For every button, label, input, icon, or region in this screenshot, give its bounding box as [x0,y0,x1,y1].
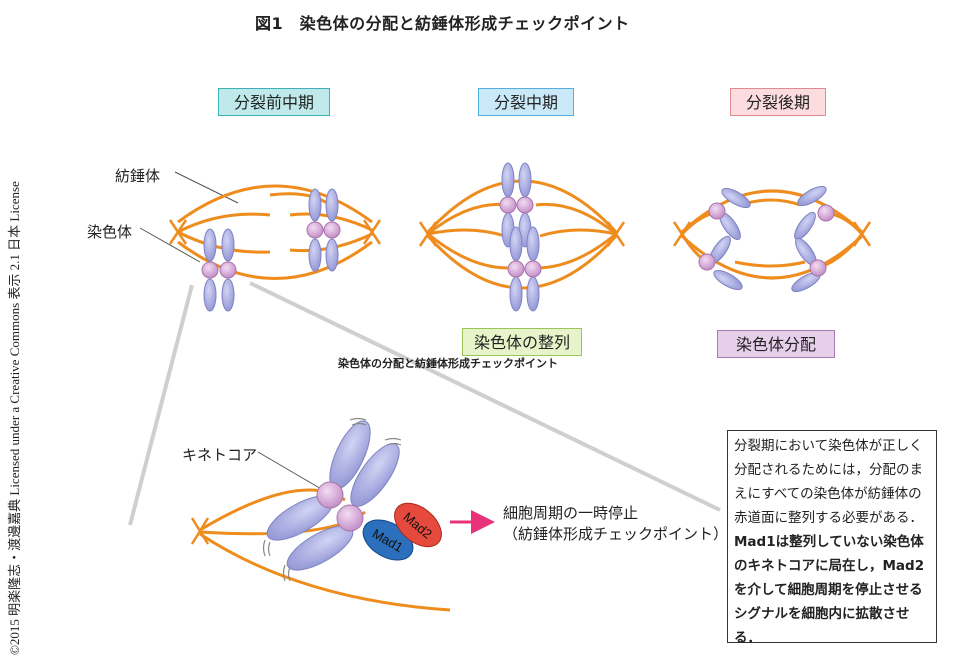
figure-title: 図1 染色体の分配と紡錘体形成チェックポイント [255,14,630,33]
motion-marks [262,417,402,582]
stage-label-anaphase: 分裂後期 [730,88,826,116]
chromosome-attached [306,188,341,272]
chromosome-unaligned [201,228,237,312]
description-plain: 分裂期において染色体が正しく分配されるためには，分配のまえにすべての染色体が紡錘… [734,438,923,526]
chromatids-separating [698,185,835,293]
chromosomes-aligned [499,162,542,312]
zoom-guide-lines [128,281,721,526]
copyright-notice: ©2015 明楽隆志・渡邊嘉典 Licensed under a Creativ… [7,181,22,655]
stage-label-metaphase: 分裂中期 [478,88,574,116]
stage-label-prometaphase: 分裂前中期 [218,88,330,116]
label-spindle: 紡錘体 [115,167,161,185]
cell-cycle-arrest-text: 細胞周期の一時停止 （紡錘体形成チェックポイント） [503,503,728,545]
label-chromosome: 染色体 [87,223,133,241]
arrest-line-1: 細胞周期の一時停止 [503,504,639,522]
figure-caption: 染色体の分配と紡錘体形成チェックポイント [338,357,558,370]
label-chromosome-segregation: 染色体分配 [717,330,835,358]
label-chromosome-alignment: 染色体の整列 [462,328,582,356]
description-box: 分裂期において染色体が正しく分配されるためには，分配のまえにすべての染色体が紡錘… [727,430,937,646]
description-bold: Mad1は整列していない染色体のキネトコアに局在し，Mad2を介して細胞周期を停… [734,534,925,646]
label-kinetochore: キネトコア [182,446,258,464]
cell-prometaphase [168,184,382,280]
arrest-line-2: （紡錘体形成チェックポイント） [503,525,729,543]
pointer-lines [139,171,324,491]
zoomed-chromosome [266,420,400,571]
mad2-protein [394,502,442,548]
